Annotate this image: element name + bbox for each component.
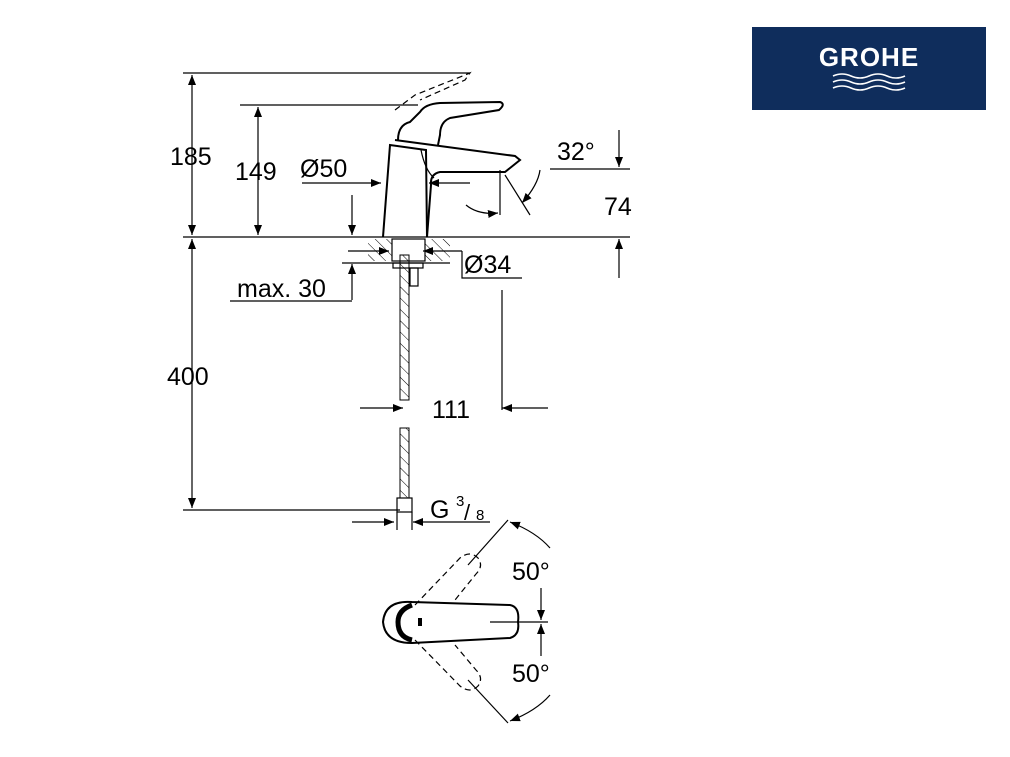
dim-rotation-down: 50° — [512, 660, 550, 688]
dim-projection: 111 — [432, 396, 470, 424]
dim-connection-den: 8 — [476, 507, 484, 524]
dim-handle-height: 149 — [235, 158, 277, 186]
dim-spout-height: 74 — [604, 193, 632, 221]
dim-hole-diameter: Ø34 — [464, 251, 511, 279]
dim-connection-slash: / — [464, 500, 471, 525]
dim-connection: G — [430, 496, 449, 524]
dim-hose-length: 400 — [167, 363, 209, 391]
dim-rotation-up: 50° — [512, 558, 550, 586]
grohe-logo: GROHE — [752, 27, 986, 110]
side-view — [183, 71, 630, 530]
dim-body-diameter: Ø50 — [300, 155, 347, 183]
dim-max-deck: max. 30 — [237, 275, 326, 303]
top-view — [381, 519, 551, 724]
svg-text:GROHE: GROHE — [819, 42, 919, 72]
dim-total-height: 185 — [170, 143, 212, 171]
dim-spout-angle: 32° — [557, 138, 595, 166]
dim-connection-num: 3 — [456, 493, 464, 510]
